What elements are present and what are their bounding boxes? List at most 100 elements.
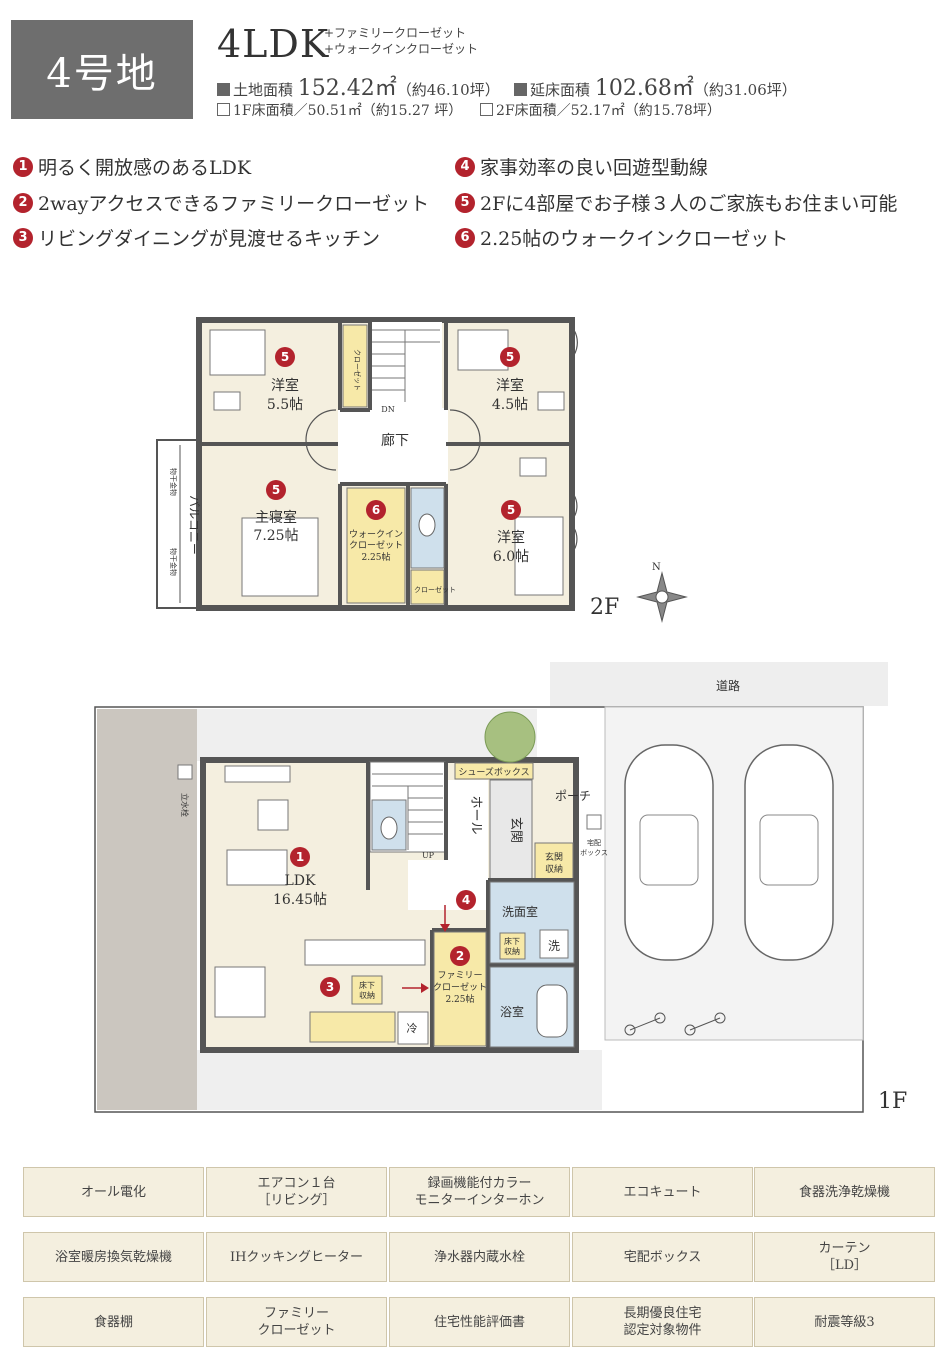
genkan-storage bbox=[534, 842, 574, 884]
room-se-name: 洋室 bbox=[497, 529, 525, 546]
land-area-value: 152.42㎡ bbox=[297, 76, 397, 101]
porch-label: ポーチ bbox=[555, 789, 591, 803]
underfloor-b-line2: 収納 bbox=[359, 990, 375, 1000]
equipment-item: エコキュート bbox=[572, 1167, 753, 1217]
equipment-item: 浄水器内蔵水栓 bbox=[389, 1232, 570, 1282]
equipment-text: ［LD］ bbox=[821, 1258, 868, 1273]
fridge-label: 冷 bbox=[407, 1022, 418, 1035]
compass-label: N bbox=[652, 562, 661, 573]
compass-icon: N bbox=[636, 562, 688, 623]
wic-2f-line3: 2.25帖 bbox=[361, 551, 390, 563]
gravel-north bbox=[197, 709, 537, 761]
faucet-label: 立水栓 bbox=[180, 793, 190, 817]
cupboard bbox=[309, 1011, 396, 1043]
genkan-storage-line1: 玄関 bbox=[545, 851, 563, 863]
floor1-area: 1F床面積／50.51㎡（約15.27 坪） bbox=[233, 103, 463, 119]
marker-1f: 3 bbox=[326, 980, 334, 994]
ldk-name: LDK bbox=[285, 873, 317, 889]
marker-2f: 5 bbox=[507, 503, 515, 517]
feature-text: リビングダイニングが見渡せるキッチン bbox=[38, 228, 381, 250]
up-label: UP bbox=[422, 851, 435, 860]
tv-board bbox=[224, 765, 291, 783]
feature-number: 4 bbox=[455, 156, 475, 177]
hall-2f-label: 廊下 bbox=[381, 432, 409, 449]
room-nw-name: 洋室 bbox=[271, 377, 299, 394]
equipment-text: エアコン１台 bbox=[257, 1176, 336, 1191]
equipment-item: オール電化 bbox=[23, 1167, 204, 1217]
equipment-item: 耐震等級3 bbox=[754, 1297, 935, 1347]
extra-family-closet: +ファミリークローゼット bbox=[324, 26, 467, 40]
feature-text: 明るく開放感のあるLDK bbox=[38, 157, 252, 179]
floor-area-tsubo: （約31.06坪） bbox=[693, 81, 797, 99]
room-se-size: 6.0帖 bbox=[493, 549, 529, 565]
floor-area-label: 延床面積 bbox=[530, 81, 591, 99]
bathtub-icon bbox=[536, 984, 568, 1038]
square-filled-icon bbox=[514, 83, 528, 96]
feature-number: 5 bbox=[455, 192, 475, 213]
equipment-text: 録画機能付カラー bbox=[427, 1176, 532, 1191]
closet-small-label: クローゼット bbox=[414, 585, 456, 594]
dining-table bbox=[214, 966, 266, 1018]
delivery-line1: 宅配 bbox=[587, 838, 601, 847]
delivery-box-icon bbox=[586, 814, 602, 830]
wic-2f-line2: クローゼット bbox=[349, 539, 403, 551]
land-area-label: 土地面積 bbox=[233, 81, 294, 99]
family-closet-line1: ファミリー bbox=[437, 971, 482, 981]
floor2-plan: 洋室 5.5帖 洋室 4.5帖 廊下 DN 主寝室 7.25帖 洋室 6.0帖 … bbox=[156, 317, 619, 620]
land-area-tsubo: （約46.10坪） bbox=[396, 81, 500, 99]
fridge bbox=[397, 1011, 429, 1045]
floor1-label: 1F bbox=[878, 1089, 907, 1114]
bed-icon bbox=[514, 516, 564, 596]
square-open-icon bbox=[480, 103, 494, 116]
square-open-icon bbox=[217, 103, 230, 116]
bicycle-icon bbox=[624, 1012, 666, 1036]
floor1-plan: 道路 UP bbox=[94, 662, 907, 1114]
washroom-label: 洗面室 bbox=[502, 904, 538, 919]
tree-icon bbox=[484, 711, 536, 763]
equipment-text: 宅配ボックス bbox=[623, 1249, 702, 1265]
equipment-item: 浴室暖房換気乾燥機 bbox=[23, 1232, 204, 1282]
underfloor-a-line2: 収納 bbox=[504, 946, 520, 956]
feature-text: 2.25帖のウォークインクローゼット bbox=[480, 228, 789, 250]
floor2-area: 2F床面積／52.17㎡（約15.78坪） bbox=[496, 103, 721, 119]
equipment-item: 住宅性能評価書 bbox=[389, 1297, 570, 1347]
hanger-label-top: 物干金物 bbox=[169, 468, 178, 496]
shoebox-label: シューズボックス bbox=[458, 766, 529, 778]
bed-icon bbox=[457, 329, 509, 371]
equipment-text: オール電化 bbox=[80, 1184, 146, 1200]
feature-text: 家事効率の良い回遊型動線 bbox=[480, 157, 709, 179]
stairs-2f bbox=[372, 329, 440, 402]
genkan-label: 玄関 bbox=[508, 817, 523, 843]
feature-text: 2wayアクセスできるファミリークローゼット bbox=[38, 193, 430, 215]
underfloor-a-line1: 床下 bbox=[504, 936, 520, 946]
sofa bbox=[226, 849, 288, 886]
marker-1f: 4 bbox=[462, 893, 470, 907]
coffee-table bbox=[257, 799, 289, 831]
equipment-text: 浴室暖房換気乾燥機 bbox=[54, 1249, 172, 1265]
balcony-label: バルコニー bbox=[187, 495, 201, 555]
equipment-text: 長期優良住宅 bbox=[623, 1306, 702, 1321]
equipment-text: カーテン bbox=[818, 1241, 871, 1256]
floor-plans: 洋室 5.5帖 洋室 4.5帖 廊下 DN 主寝室 7.25帖 洋室 6.0帖 … bbox=[94, 317, 907, 1114]
marker-1f: 2 bbox=[456, 949, 464, 963]
area-row-floors: 1F床面積／50.51㎡（約15.27 坪） 2F床面積／52.17㎡（約15.… bbox=[217, 100, 721, 120]
equipment-item: IHクッキングヒーター bbox=[206, 1232, 387, 1282]
room-ne-name: 洋室 bbox=[496, 377, 524, 394]
faucet-icon bbox=[177, 764, 193, 780]
closet-small-2f bbox=[410, 569, 445, 605]
room-nw-size: 5.5帖 bbox=[267, 397, 303, 413]
desk-icon bbox=[519, 457, 547, 477]
car-icon bbox=[624, 744, 714, 961]
lot-badge: 4号地 bbox=[11, 20, 193, 119]
equipment-text: IHクッキングヒーター bbox=[229, 1249, 364, 1265]
equipment-text: 浄水器内蔵水栓 bbox=[433, 1249, 525, 1265]
hall-1f-label: ホール bbox=[468, 795, 483, 834]
kitchen-counter bbox=[304, 939, 426, 966]
marker-2f: 5 bbox=[506, 350, 514, 364]
genkan-storage-line2: 収納 bbox=[545, 863, 563, 875]
equipment-item: エアコン１台［リビング］ bbox=[206, 1167, 387, 1217]
square-filled-icon bbox=[217, 83, 230, 96]
